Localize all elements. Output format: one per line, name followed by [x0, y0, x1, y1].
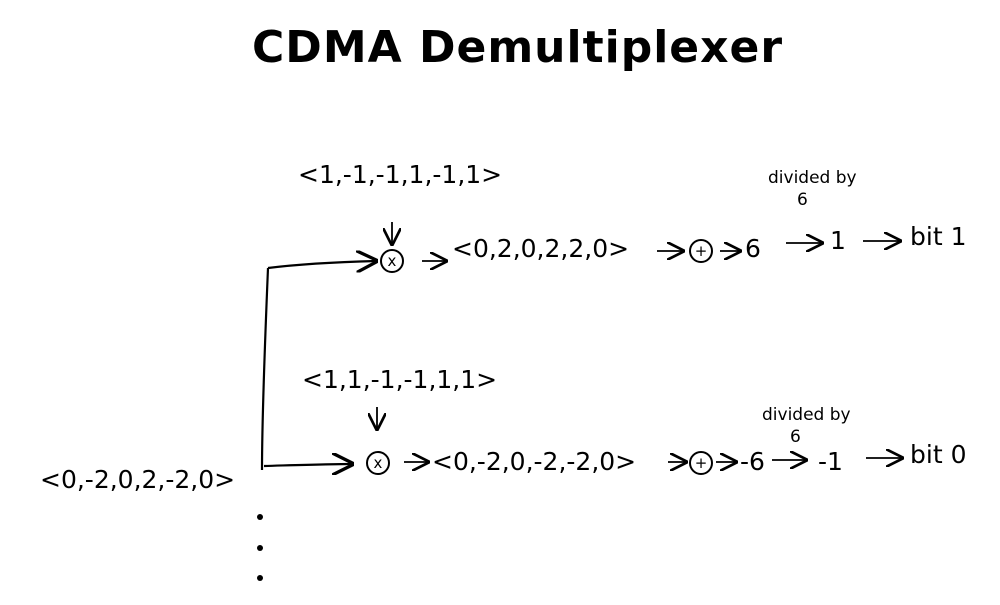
- branch2-code: <1,1,-1,-1,1,1>: [302, 365, 498, 394]
- branch2-quotient: -1: [818, 447, 843, 476]
- branch2-product: <0,-2,0,-2,-2,0>: [432, 447, 637, 476]
- ellipsis-dot-2: [257, 545, 263, 551]
- branch1-product: <0,2,0,2,2,0>: [452, 234, 630, 263]
- branch2-multiply-icon: x: [366, 451, 390, 475]
- ellipsis-dot-1: [257, 514, 263, 520]
- branch2-sum-icon: +: [689, 451, 713, 475]
- branch1-bit: bit 1: [910, 222, 967, 251]
- branch1-divisor: 6: [797, 190, 808, 210]
- branch1-code: <1,-1,-1,1,-1,1>: [298, 160, 503, 189]
- trunk-line: [260, 267, 270, 471]
- branch2-divisor: 6: [790, 427, 801, 447]
- branch1-divide-label: divided by: [768, 168, 857, 188]
- branch2-feed-arrow: [263, 464, 352, 466]
- branch1-sum: 6: [745, 234, 761, 263]
- ellipsis-dot-3: [257, 575, 263, 581]
- branch2-bit: bit 0: [910, 440, 967, 469]
- branch2-sum: -6: [740, 447, 765, 476]
- input-vector: <0,-2,0,2,-2,0>: [40, 465, 236, 494]
- branch1-feed-arrow: [267, 261, 376, 268]
- branch1-multiply-icon: x: [380, 249, 404, 273]
- branch1-quotient: 1: [830, 226, 846, 255]
- diagram-title: CDMA Demultiplexer: [252, 22, 784, 73]
- branch1-sum-icon: +: [689, 239, 713, 263]
- branch2-divide-label: divided by: [762, 405, 851, 425]
